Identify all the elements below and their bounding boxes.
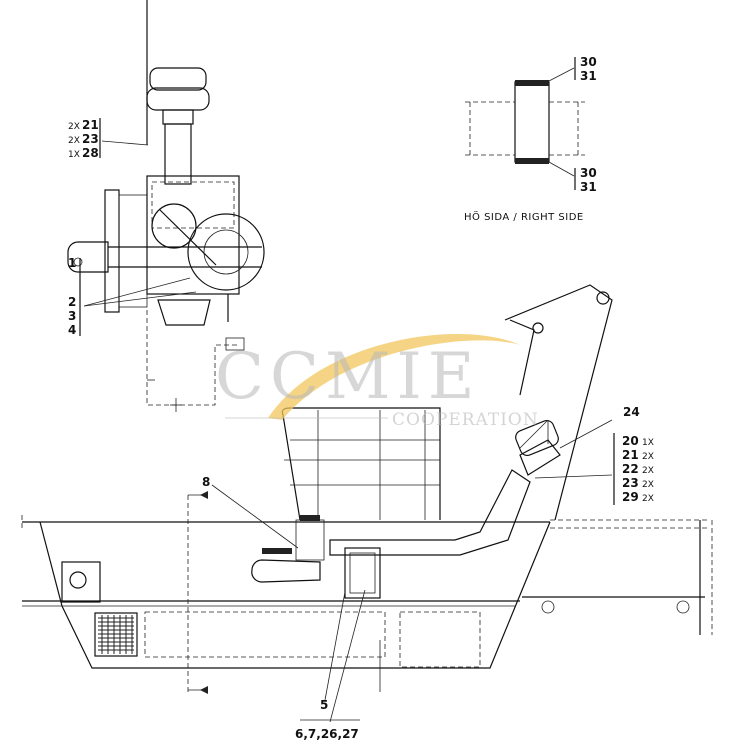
qty-label: 2X [642, 466, 654, 476]
qty-label: 1X [642, 438, 654, 448]
exhaust-assembly [251, 419, 561, 599]
watermark-sub: COOPERATION [392, 410, 539, 430]
qty-label: 2X [642, 494, 654, 504]
callout-31-bottom: 31 [580, 180, 597, 194]
callout-8: 8 [202, 475, 210, 489]
qty-label: 2X [642, 452, 654, 462]
part-number: 29 [622, 490, 639, 504]
callout-31-top: 31 [580, 69, 597, 83]
qty-label: 2X [68, 122, 80, 132]
callout-6-7-26-27: 6,7,26,27 [295, 727, 359, 741]
callout-3: 3 [68, 309, 76, 323]
watermark: CCMIE COOPERATION [215, 333, 539, 430]
part-number: 21 [82, 118, 99, 132]
part-number: 22 [622, 462, 639, 476]
part-number: 20 [622, 434, 639, 448]
callout-2: 2 [68, 295, 76, 309]
machine-body [21, 491, 713, 694]
watermark-swoosh [268, 333, 520, 420]
qty-label: 2X [642, 480, 654, 490]
part-number: 23 [82, 132, 99, 146]
callout-24: 24 [623, 405, 640, 419]
parts-group-left: 1 2 3 4 [68, 256, 76, 337]
callout-5: 5 [320, 698, 328, 712]
qty-label: 1X [68, 150, 80, 160]
part-number: 21 [622, 448, 639, 462]
watermark-main: CCMIE [215, 340, 480, 414]
callout-30-bottom: 30 [580, 166, 597, 180]
part-number: 28 [82, 146, 99, 160]
callout-4: 4 [68, 323, 76, 337]
part-number: 23 [622, 476, 639, 490]
side-view-assembly [67, 0, 265, 412]
grille-pattern [98, 615, 134, 654]
side-view-leaders [79, 118, 197, 336]
main-leaders [211, 419, 615, 723]
callout-1: 1 [68, 256, 76, 270]
view-caption: HÖ SIDA / RIGHT SIDE [464, 210, 584, 223]
callout-30-top: 30 [580, 55, 597, 69]
parts-group-right: 20 1X 21 2X 22 2X 23 2X 29 2X [622, 434, 654, 504]
parts-group-top: 2X 21 2X 23 1X 28 [68, 118, 99, 160]
right-side-detail: 30 31 30 31 HÖ SIDA / RIGHT SIDE [464, 55, 597, 223]
qty-label: 2X [68, 136, 80, 146]
